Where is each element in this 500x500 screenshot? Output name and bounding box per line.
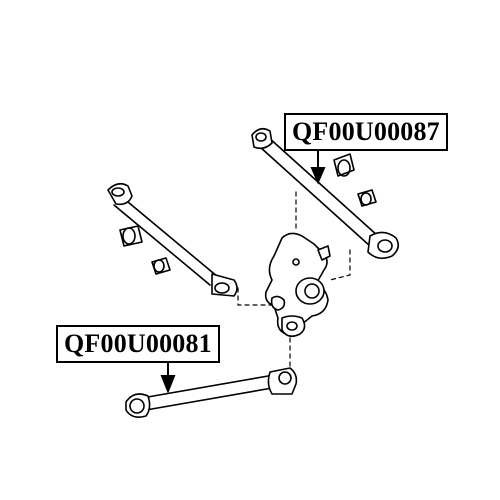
upper-arm-pointer-arrowhead	[310, 167, 326, 185]
left-lateral-arm	[107, 182, 238, 297]
assembly-guide-lines	[237, 191, 351, 369]
bushing-right-large	[333, 153, 355, 177]
bushing-left-small	[151, 257, 171, 275]
bushing-right-small	[357, 189, 377, 207]
lower-arm-part-number-label: QF00U00081	[56, 325, 220, 363]
steering-knuckle	[264, 232, 331, 338]
upper-lateral-arm	[251, 127, 400, 260]
upper-arm-part-number-label: QF00U00087	[284, 113, 448, 151]
bushing-left-large	[119, 225, 143, 247]
lower-lateral-arm	[125, 367, 298, 418]
lower-arm-pointer-arrowhead	[160, 375, 176, 394]
